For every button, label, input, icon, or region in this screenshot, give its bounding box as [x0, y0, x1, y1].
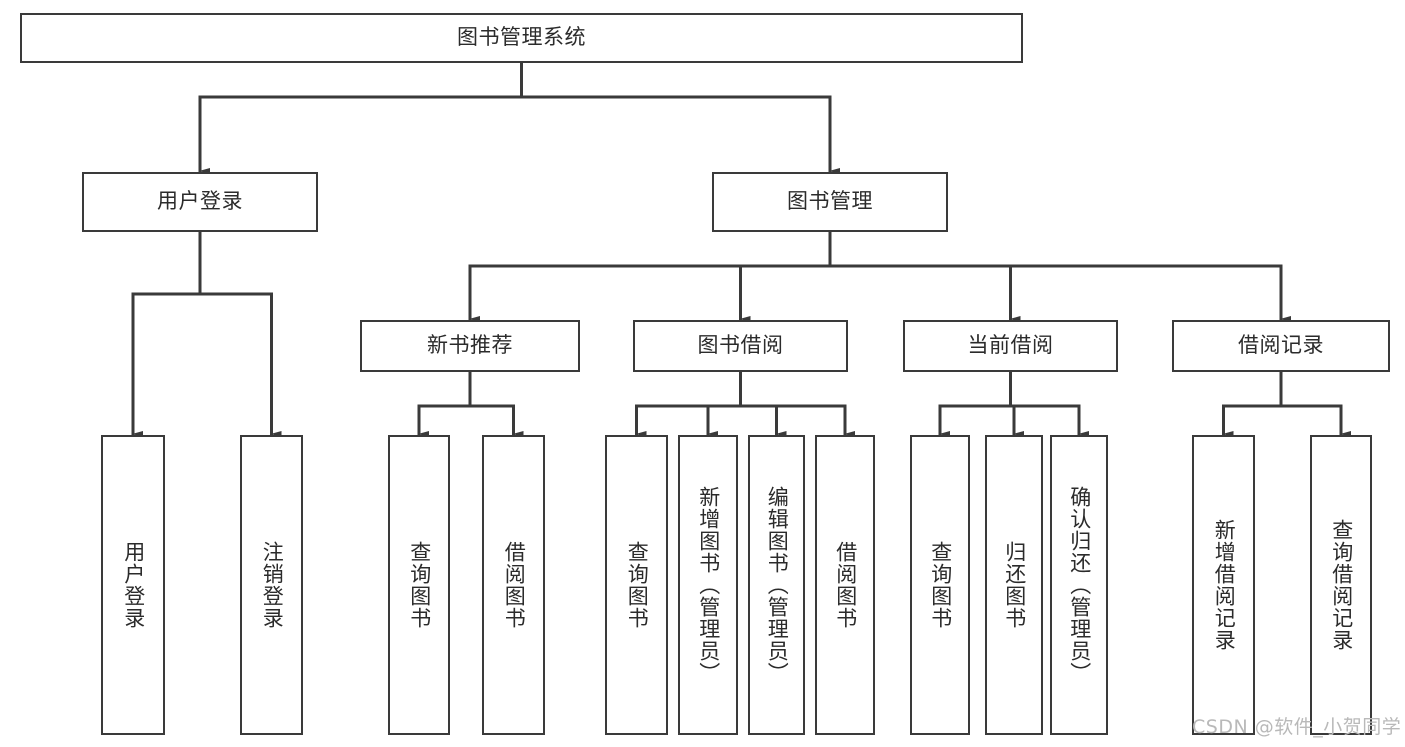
tree-connectors — [131, 61, 1351, 437]
node-leaf-bb-query-book[interactable]: 查询图书 — [605, 435, 668, 735]
node-leaf-cb-confirm-return[interactable]: 确认归还（管理员） — [1050, 435, 1108, 735]
node-book-borrow-label: 图书借阅 — [697, 333, 784, 358]
node-borrow-record-label: 借阅记录 — [1238, 333, 1324, 358]
node-leaf-cb-confirm-return-label: 确认归还（管理员） — [1067, 486, 1092, 684]
node-leaf-nb-query-book-label: 查询图书 — [407, 541, 432, 629]
node-user-login-label: 用户登录 — [157, 189, 243, 214]
node-leaf-br-query-record[interactable]: 查询借阅记录 — [1310, 435, 1372, 735]
node-leaf-user-login-label: 用户登录 — [121, 541, 146, 629]
node-leaf-bb-query-book-label: 查询图书 — [625, 541, 650, 629]
node-leaf-user-login[interactable]: 用户登录 — [101, 435, 165, 735]
node-new-book-recommend-label: 新书推荐 — [427, 333, 513, 358]
node-current-borrow[interactable]: 当前借阅 — [903, 320, 1118, 372]
node-leaf-br-query-record-label: 查询借阅记录 — [1329, 519, 1354, 651]
node-leaf-cb-query-book-label: 查询图书 — [928, 541, 953, 629]
node-leaf-cb-return-book-label: 归还图书 — [1002, 541, 1027, 629]
node-leaf-nb-borrow-book[interactable]: 借阅图书 — [482, 435, 545, 735]
node-leaf-cb-return-book[interactable]: 归还图书 — [985, 435, 1043, 735]
node-root-label: 图书管理系统 — [457, 25, 586, 50]
node-leaf-bb-borrow-book-label: 借阅图书 — [833, 541, 858, 629]
node-new-book-recommend[interactable]: 新书推荐 — [360, 320, 580, 372]
node-leaf-bb-borrow-book[interactable]: 借阅图书 — [815, 435, 875, 735]
node-book-borrow[interactable]: 图书借阅 — [633, 320, 848, 372]
node-leaf-logout[interactable]: 注销登录 — [240, 435, 303, 735]
node-leaf-bb-edit-book[interactable]: 编辑图书（管理员） — [748, 435, 805, 735]
node-leaf-cb-query-book[interactable]: 查询图书 — [910, 435, 970, 735]
node-book-manage-label: 图书管理 — [787, 189, 873, 214]
node-leaf-br-add-record[interactable]: 新增借阅记录 — [1192, 435, 1255, 735]
node-leaf-logout-label: 注销登录 — [260, 541, 285, 629]
node-book-manage[interactable]: 图书管理 — [712, 172, 948, 232]
node-leaf-bb-edit-book-label: 编辑图书（管理员） — [765, 486, 790, 684]
node-leaf-nb-query-book[interactable]: 查询图书 — [388, 435, 450, 735]
node-user-login[interactable]: 用户登录 — [82, 172, 318, 232]
node-leaf-bb-add-book[interactable]: 新增图书（管理员） — [678, 435, 738, 735]
node-leaf-br-add-record-label: 新增借阅记录 — [1212, 519, 1237, 651]
node-root[interactable]: 图书管理系统 — [20, 13, 1023, 63]
node-leaf-nb-borrow-book-label: 借阅图书 — [502, 541, 527, 629]
node-borrow-record[interactable]: 借阅记录 — [1172, 320, 1390, 372]
node-leaf-bb-add-book-label: 新增图书（管理员） — [696, 486, 721, 684]
node-current-borrow-label: 当前借阅 — [967, 333, 1054, 358]
